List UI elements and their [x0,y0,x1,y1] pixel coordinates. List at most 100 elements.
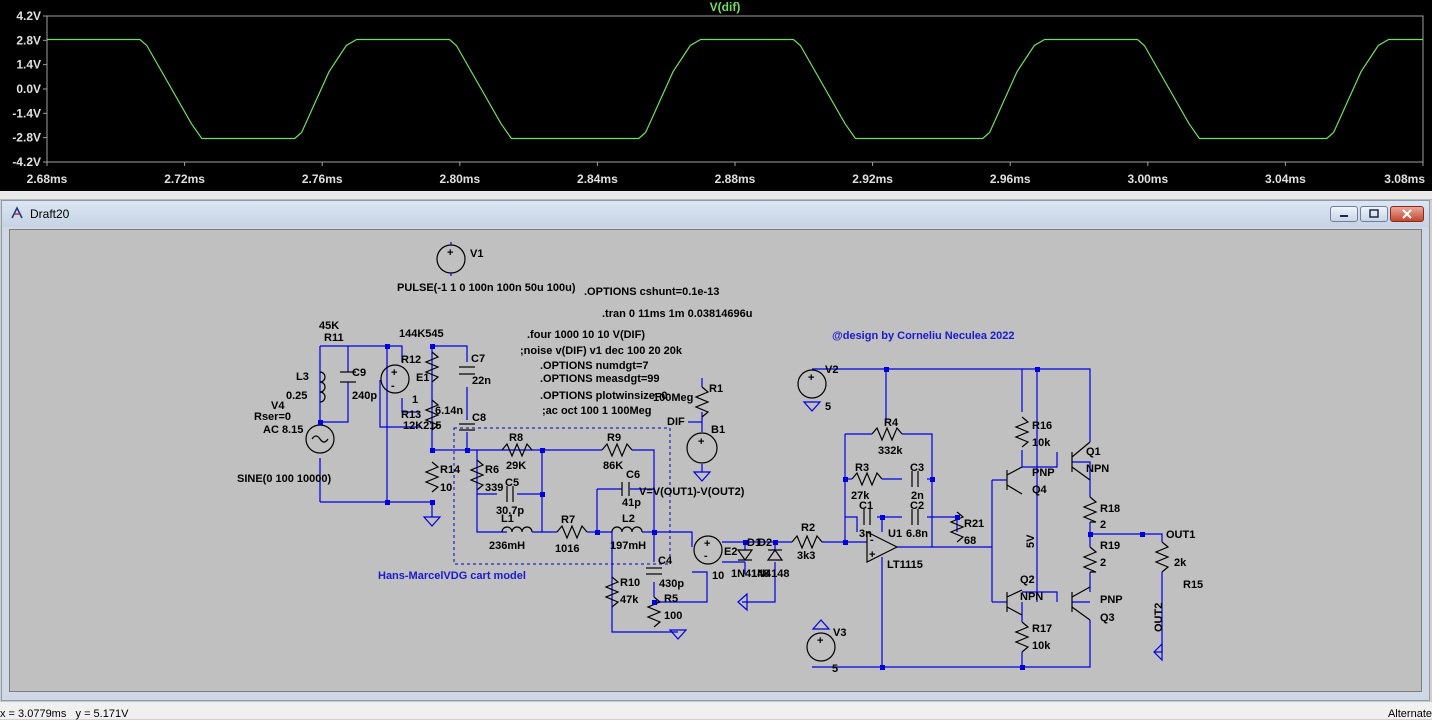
r14-ref: R14 [440,464,461,476]
cart-model-label[interactable]: Hans-MarcelVDG cart model [378,570,526,582]
r4-resistor[interactable] [871,426,903,442]
r16-resistor[interactable] [1014,416,1030,448]
y-tick-label: 1.4V [16,58,41,72]
c9-capacitor[interactable] [340,371,356,383]
restore-button[interactable] [1360,206,1388,222]
r12-resistor[interactable] [424,351,440,383]
schematic-drawing[interactable]: + - + [10,230,1421,691]
c3-ref: C3 [910,462,924,474]
r3-resistor[interactable] [851,471,883,487]
c1-capacitor[interactable] [863,509,871,525]
r6-resistor[interactable] [469,459,485,491]
r17-resistor[interactable] [1014,621,1030,653]
r14-resistor[interactable] [422,461,442,527]
ac-directive[interactable]: ;ac oct 100 1 100Meg [542,405,651,417]
r16-value: 10k [1032,437,1051,449]
r21-resistor[interactable] [949,511,965,543]
close-button[interactable] [1390,206,1424,222]
r9-ref: R9 [607,432,621,444]
x-tick-label: 2.76ms [302,172,343,186]
c7-capacitor[interactable] [459,366,475,375]
c6-value: 41p [622,497,641,509]
r1-b1-wires [688,378,703,472]
amplifier-wires [812,368,1163,668]
c6-capacitor[interactable] [621,482,630,496]
r10-value: 47k [620,594,639,606]
q3-transistor[interactable] [1071,586,1091,621]
out1-net-label[interactable]: OUT1 [1166,529,1195,541]
r21-ref: R21 [964,518,984,530]
measdgt-directive[interactable]: .OPTIONS measdgt=99 [540,373,660,385]
svg-text:+: + [808,372,814,384]
pane-splitter[interactable] [0,191,1432,200]
ground-icon [422,516,442,527]
x-tick-label: 2.96ms [990,172,1031,186]
v1-source[interactable]: + [436,242,466,276]
trace-v-dif[interactable] [47,38,1423,140]
schematic-canvas[interactable]: + - + [9,229,1422,692]
r10-ref: R10 [620,577,640,589]
r19-resistor[interactable] [1082,546,1098,573]
r8-resistor[interactable] [501,442,533,458]
r15-ref: R15 [1183,579,1203,591]
c5-capacitor[interactable] [506,486,514,502]
r1-resistor[interactable] [694,386,710,418]
x-tick-label: 2.80ms [439,172,480,186]
v1-pulse-spec[interactable]: PULSE(-1 1 0 100n 100n 50u 100u) [397,282,576,294]
v1-label[interactable]: V1 [470,248,483,260]
q2-transistor[interactable] [1006,589,1023,616]
c8-capacitor[interactable] [459,423,475,431]
r9-resistor[interactable] [601,442,633,458]
svg-text:-: - [870,534,874,546]
r10-resistor[interactable] [604,576,620,608]
numdgt-directive[interactable]: .OPTIONS numdgt=7 [540,360,648,372]
d1-diode[interactable] [736,549,754,562]
schematic-window[interactable]: Draft20 [1,200,1430,701]
minimize-icon [1340,215,1348,217]
r7-resistor[interactable] [556,524,588,540]
v3-source[interactable]: + [806,619,836,662]
d2-model: 1N4148 [751,568,790,580]
plotwinsize-directive[interactable]: .OPTIONS plotwinsize=0 [540,390,667,402]
b1-source[interactable]: + [686,432,718,482]
l3-ref: L3 [296,371,309,383]
u1-opamp[interactable]: - + [866,531,899,563]
e2-source[interactable]: + - [693,535,723,565]
waveform-canvas[interactable]: V(dif) 4.2V2.8V1.4V0.0V-1.4V-2.8V-4.2V 2… [0,0,1432,191]
l3-inductor[interactable] [319,371,326,403]
v4-source[interactable] [305,424,335,454]
e2-diode-wires [722,541,792,603]
noise-directive[interactable]: ;noise v(DIF) v1 dec 100 20 20k [520,345,683,357]
options-cshunt[interactable]: .OPTIONS cshunt=0.1e-13 [584,286,719,298]
q4-transistor[interactable] [1006,466,1023,495]
minimize-button[interactable] [1330,206,1358,222]
r13-resistor[interactable] [424,399,440,431]
plot-frame [46,15,1424,163]
tran-directive[interactable]: .tran 0 11ms 1m 0.03814696u [602,308,752,320]
four-directive[interactable]: .four 1000 10 10 V(DIF) [527,329,645,341]
r15-resistor[interactable] [1154,541,1170,573]
c3-capacitor[interactable] [911,471,919,487]
r5-resistor[interactable] [646,596,688,640]
r2-resistor[interactable] [791,534,867,550]
v4-ac: AC 8.15 [263,424,303,436]
design-credit[interactable]: @design by Corneliu Neculea 2022 [832,330,1015,342]
q1-transistor[interactable] [1071,441,1091,481]
q2-ref: Q2 [1020,574,1035,586]
d2-diode[interactable] [766,548,784,561]
d1-ref: D1 [747,537,761,549]
e1-source[interactable]: + - [380,364,410,394]
r18-resistor[interactable] [1082,496,1098,523]
v2-source[interactable]: + [797,369,827,412]
out2-net-label[interactable]: OUT2 [1153,603,1165,632]
c4-capacitor[interactable] [646,567,662,575]
dif-net-label[interactable]: DIF [667,416,685,428]
c2-capacitor[interactable] [911,509,919,525]
trace-name[interactable]: V(dif) [710,0,741,14]
r14-value: 10 [440,482,452,494]
l2-inductor[interactable] [611,526,643,533]
window-titlebar[interactable]: Draft20 [2,201,1429,227]
l1-inductor[interactable] [501,526,533,533]
